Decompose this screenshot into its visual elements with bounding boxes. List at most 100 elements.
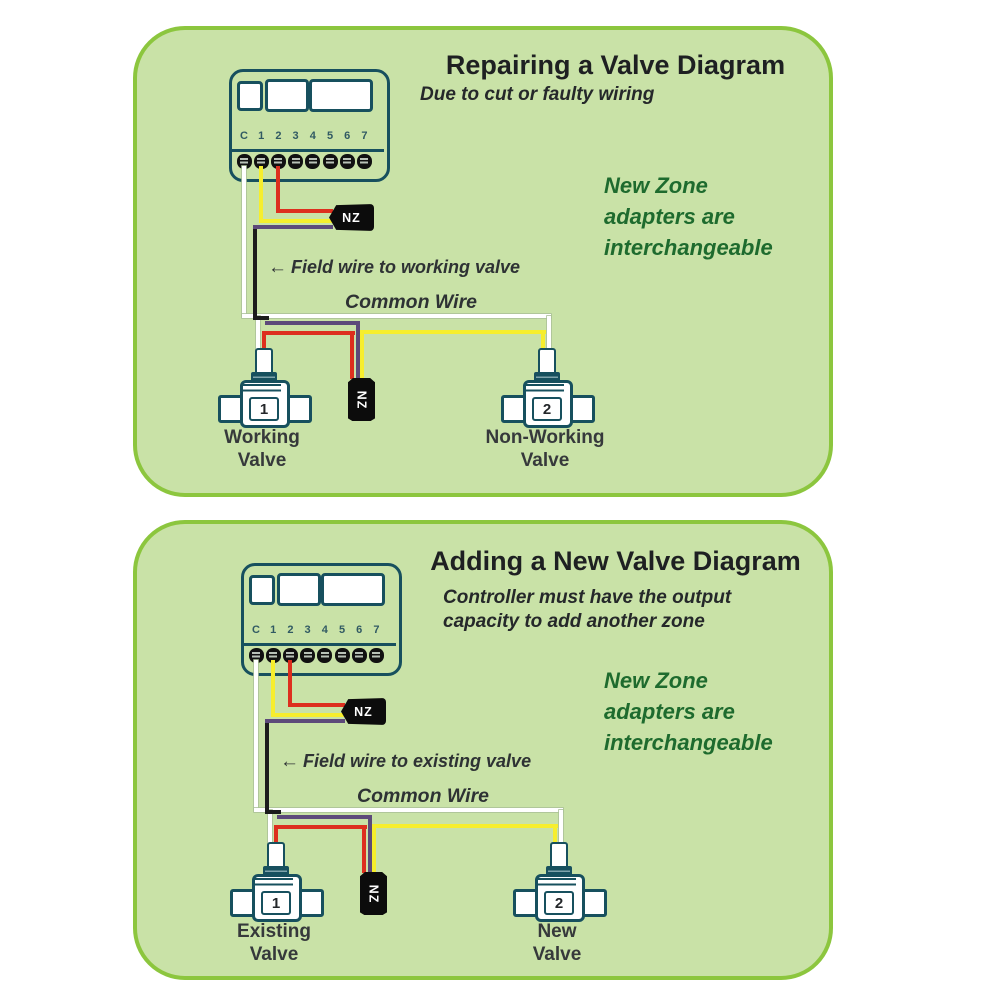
zone2-wire-red	[362, 825, 366, 873]
terminal-screw	[300, 648, 316, 663]
zone1-wire-yellow	[360, 330, 546, 334]
zone1-wire-yellow	[372, 824, 376, 873]
nz-adapter-valve: NZ	[360, 872, 387, 915]
common-wire-white	[256, 316, 260, 356]
terminal-screw-slot	[355, 652, 364, 654]
panel-adding-valve: Adding a New Valve Diagram Controller mu…	[133, 520, 833, 980]
terminal-label: 1	[258, 130, 265, 142]
nz-adapter-controller: NZ	[341, 698, 386, 725]
valve-number-box: 1	[261, 891, 291, 915]
valve-ribs	[243, 384, 281, 395]
terminal-screw-slot	[308, 158, 317, 160]
terminal-screw	[305, 154, 321, 169]
note-line: New Zone	[604, 668, 708, 693]
note-line: adapters are	[604, 204, 735, 229]
terminal-label: 5	[338, 624, 346, 636]
terminal-screw	[288, 154, 304, 169]
terminal-label: C	[252, 624, 260, 636]
controller-slot-3	[321, 573, 385, 606]
zone2-wire-red	[274, 825, 367, 829]
terminal-label: 2	[275, 130, 282, 142]
terminal-label: 5	[326, 130, 334, 142]
terminal-label: 3	[292, 130, 299, 142]
nz-adapter-valve: NZ	[348, 378, 375, 421]
terminal-screw-slot	[257, 158, 266, 160]
common-wire-white	[242, 314, 551, 318]
valve-label-line: New	[537, 921, 577, 942]
left-arrow-icon: ←	[268, 257, 287, 278]
terminal-label: 3	[304, 624, 311, 636]
note-line: adapters are	[604, 699, 735, 724]
adapter-wire-purple	[277, 815, 372, 819]
left-arrow-icon: ←	[280, 751, 299, 772]
zone1-wire-yellow	[271, 713, 345, 717]
controller-slot-2	[265, 79, 309, 112]
zone1-wire-yellow	[541, 330, 545, 358]
terminal-screw	[317, 648, 333, 663]
valve-label-line: Valve	[249, 944, 299, 965]
terminal-screw-slot	[291, 158, 300, 160]
panel-subtitle: Due to cut or faulty wiring	[420, 83, 654, 107]
valve-number-box: 1	[249, 397, 279, 421]
common-wire-label: Common Wire	[357, 785, 489, 807]
terminal-screw-slot	[360, 158, 369, 160]
terminal-screw	[236, 154, 252, 169]
zone2-wire-red	[262, 331, 266, 358]
terminal-screw-slot	[343, 158, 352, 160]
terminal-screw-slot	[326, 158, 334, 160]
adapter-wire-purple	[265, 321, 360, 325]
zone1-wire-yellow	[259, 166, 263, 222]
terminal-label: 2	[287, 624, 294, 636]
panel-title: Repairing a Valve Diagram	[445, 50, 786, 80]
terminal-screw-slot	[274, 158, 283, 160]
common-wire-white	[547, 316, 551, 356]
terminal-label: 4	[321, 624, 328, 636]
valve-label-line: Working	[224, 427, 300, 448]
zone2-wire-red	[288, 703, 345, 707]
controller-box	[229, 69, 390, 182]
nz-adapter-valve-label: NZ	[354, 390, 369, 409]
zone2-wire-red	[276, 209, 333, 213]
terminal-label: 4	[309, 130, 316, 142]
subtitle-line: capacity to add another zone	[443, 611, 705, 632]
terminal-screw	[368, 648, 384, 663]
common-wire-white	[254, 660, 258, 810]
new-zone-note: New Zone adapters are interchangeable	[604, 665, 773, 758]
common-wire-white	[242, 166, 246, 316]
adapter-wire-purple	[368, 815, 372, 873]
terminal-screw	[265, 648, 281, 663]
terminal-screw-slot	[252, 652, 260, 654]
panel-title: Adding a New Valve Diagram	[430, 546, 801, 576]
valve-label-line: Valve	[532, 944, 582, 965]
controller-slot-2	[277, 573, 321, 606]
terminal-screw	[334, 648, 350, 663]
nz-adapter-controller: NZ	[329, 204, 374, 231]
adapter-wire-purple	[356, 321, 360, 379]
field-wire-label-text: Field wire to working valve	[291, 257, 521, 277]
zone2-wire-red	[350, 331, 354, 379]
panel-repairing-valve: Repairing a Valve Diagram Due to cut or …	[133, 26, 833, 497]
zone2-wire-red	[262, 331, 355, 335]
note-line: interchangeable	[604, 730, 773, 755]
terminal-label: 6	[344, 130, 351, 142]
valve-number-box: 2	[544, 891, 574, 915]
terminal-screw	[248, 648, 264, 663]
terminal-strip-line	[241, 643, 396, 646]
valve-label-line: Existing	[237, 921, 311, 942]
field-wire-label-text: Field wire to existing valve	[303, 751, 532, 771]
zone1-wire-yellow	[372, 824, 558, 828]
terminal-screw-slot	[320, 652, 329, 654]
terminal-screw	[270, 154, 286, 169]
terminal-screw	[253, 154, 269, 169]
terminal-label: 1	[270, 624, 277, 636]
zone1-wire-yellow	[553, 824, 557, 852]
terminal-screw-slot	[338, 652, 346, 654]
field-wire-black	[253, 225, 257, 320]
field-wire-black	[253, 316, 269, 320]
